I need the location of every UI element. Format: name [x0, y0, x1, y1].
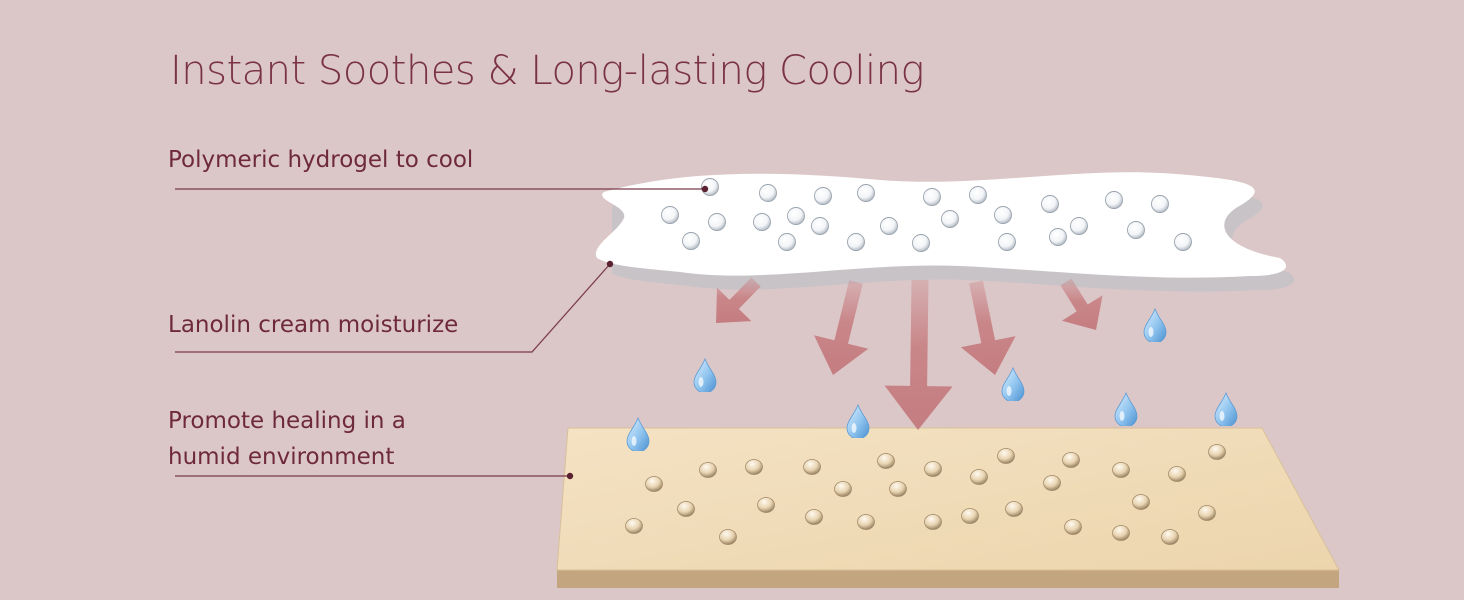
- hydrogel-bubble: [811, 217, 829, 235]
- moisture-bead-icon: [1043, 475, 1061, 491]
- hydrogel-bubble: [1041, 195, 1059, 213]
- hydrogel-bubble: [814, 187, 832, 205]
- moisture-bead-icon: [745, 459, 763, 475]
- moisture-bead-icon: [757, 497, 775, 513]
- hydrogel-bubble: [880, 217, 898, 235]
- water-drop-icon: [1143, 308, 1167, 342]
- label-lanolin: Lanolin cream moisturize: [168, 312, 459, 338]
- down-arrow-icon: [1060, 278, 1103, 330]
- hydrogel-bubble: [847, 233, 865, 251]
- hydrogel-bubble: [778, 233, 796, 251]
- water-drop-icon: [1001, 367, 1025, 401]
- leader-dot-healing: [566, 472, 574, 480]
- water-drop-icon: [693, 358, 717, 392]
- down-arrow-icon: [814, 280, 869, 375]
- hydrogel-bubble: [912, 234, 930, 252]
- page-title: Instant Soothes & Long-lasting Cooling: [170, 48, 925, 94]
- hydrogel-bubble: [998, 233, 1016, 251]
- moisture-bead-icon: [857, 514, 875, 530]
- moisture-bead-icon: [719, 529, 737, 545]
- moisture-bead-icon: [1064, 519, 1082, 535]
- label-hydrogel: Polymeric hydrogel to cool: [168, 147, 474, 173]
- down-arrow-icon: [884, 279, 953, 430]
- moisture-bead-icon: [1161, 529, 1179, 545]
- hydrogel-bubble: [1105, 191, 1123, 209]
- leader-dot-hydrogel: [701, 185, 709, 193]
- hydrogel-bubble: [1049, 228, 1067, 246]
- hydrogel-bubble: [1127, 221, 1145, 239]
- label-healing-line1: Promote healing in a: [168, 408, 406, 434]
- moisture-beads: [625, 444, 1226, 545]
- moisture-bead-icon: [877, 453, 895, 469]
- hydrogel-bubble: [941, 210, 959, 228]
- hydrogel-bubbles: [661, 178, 1192, 252]
- hydrogel-bubble: [1151, 195, 1169, 213]
- hydrogel-bubble: [753, 213, 771, 231]
- hydrogel-bubble: [1070, 217, 1088, 235]
- leader-line-lanolin: [175, 263, 611, 353]
- hydrogel-sheet-body: [595, 172, 1287, 278]
- hydrogel-bubble: [787, 207, 805, 225]
- moisture-bead-icon: [1112, 525, 1130, 541]
- moisture-bead-icon: [924, 461, 942, 477]
- water-drop-icon: [1114, 392, 1138, 426]
- water-drop-icon: [626, 417, 650, 451]
- moisture-bead-icon: [924, 514, 942, 530]
- moisture-bead-icon: [961, 508, 979, 524]
- skin-side-edge: [557, 568, 1339, 588]
- down-arrow-icon: [960, 280, 1016, 375]
- water-drop-icon: [1214, 392, 1238, 426]
- moisture-bead-icon: [1132, 494, 1150, 510]
- leader-lines: [175, 185, 709, 480]
- moisture-bead-icon: [1062, 452, 1080, 468]
- moisture-bead-icon: [1005, 501, 1023, 517]
- skin-layer: [556, 427, 1340, 588]
- moisture-bead-icon: [997, 448, 1015, 464]
- water-drop-icon: [846, 404, 870, 438]
- hydrogel-bubble: [759, 184, 777, 202]
- label-healing: Promote healing in a humid environment: [168, 403, 406, 475]
- moisture-bead-icon: [834, 481, 852, 497]
- hydrogel-bubble: [661, 206, 679, 224]
- hydrogel-sheet: [595, 172, 1295, 292]
- hydrogel-bubble: [969, 186, 987, 204]
- hydrogel-bubble: [682, 232, 700, 250]
- hydrogel-bubble: [923, 188, 941, 206]
- moisture-bead-icon: [645, 476, 663, 492]
- label-healing-line2: humid environment: [168, 444, 395, 470]
- hydrogel-bubble: [857, 184, 875, 202]
- moisture-bead-icon: [805, 509, 823, 525]
- down-arrow-icon: [716, 277, 761, 323]
- hydrogel-bubble: [708, 213, 726, 231]
- moisture-bead-icon: [970, 469, 988, 485]
- moisture-bead-icon: [1208, 444, 1226, 460]
- moisture-bead-icon: [677, 501, 695, 517]
- moisture-bead-icon: [699, 462, 717, 478]
- cooling-arrows: [716, 277, 1103, 430]
- hydrogel-bubble: [1174, 233, 1192, 251]
- moisture-bead-icon: [803, 459, 821, 475]
- moisture-bead-icon: [1198, 505, 1216, 521]
- moisture-bead-icon: [1168, 466, 1186, 482]
- hydrogel-bubble: [994, 206, 1012, 224]
- moisture-bead-icon: [625, 518, 643, 534]
- moisture-bead-icon: [1112, 462, 1130, 478]
- leader-dot-lanolin: [606, 260, 614, 268]
- moisture-bead-icon: [889, 481, 907, 497]
